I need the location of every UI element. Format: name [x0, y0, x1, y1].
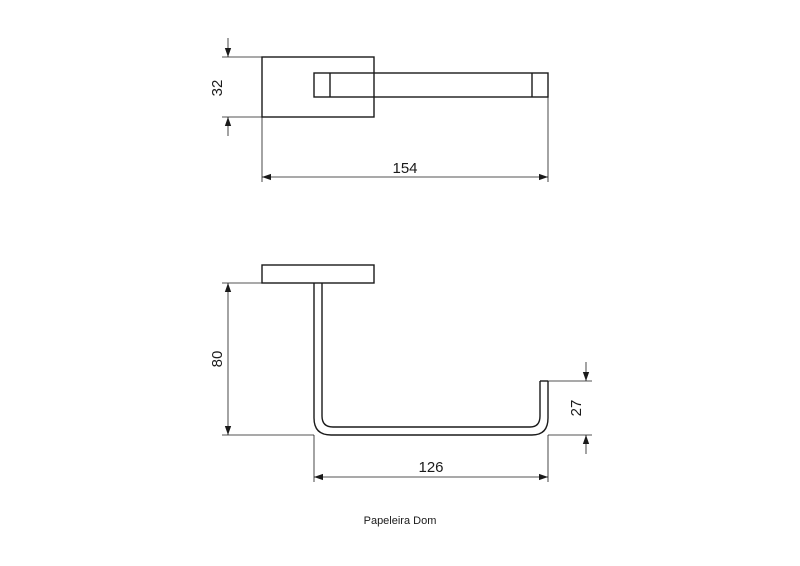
- top-view-arm: [313, 72, 549, 98]
- drawing-caption: Papeleira Dom: [363, 515, 437, 527]
- front-view-wall-plate: [261, 264, 375, 284]
- front-view-width-label: 126: [418, 459, 443, 476]
- top-view-width-label: 154: [392, 160, 417, 177]
- top-view-wall-plate: [261, 56, 375, 118]
- top-view-height-label: 32: [209, 80, 226, 97]
- front-view-height-label: 80: [209, 351, 226, 368]
- top-view: 32 154: [209, 38, 549, 182]
- front-view-holder-outer: [313, 283, 549, 436]
- front-view-hook-height-label: 27: [568, 400, 585, 417]
- front-view: 80 27 126: [209, 264, 592, 482]
- front-view-holder-inner: [321, 283, 541, 428]
